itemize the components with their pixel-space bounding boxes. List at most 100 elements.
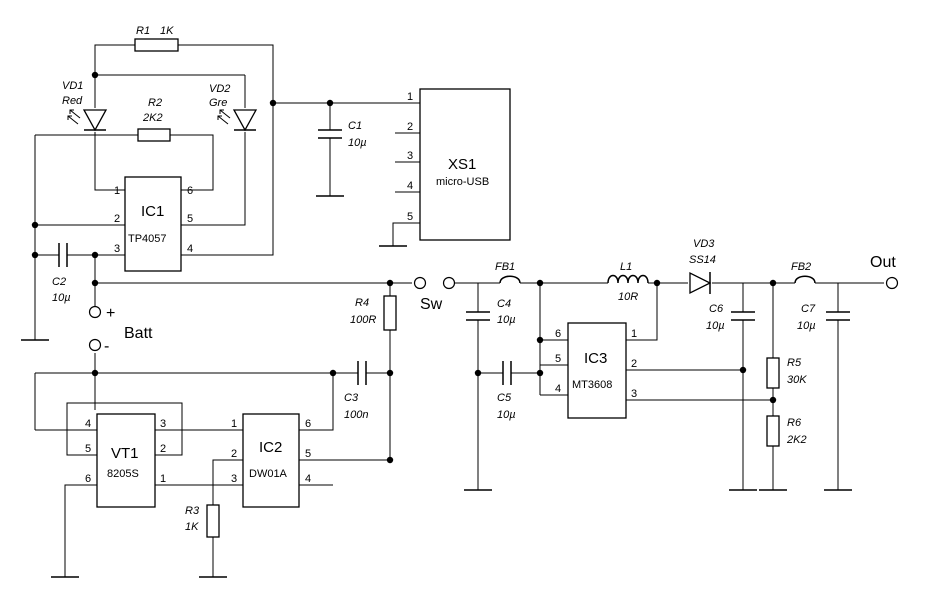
c3-value: 100n bbox=[344, 409, 368, 421]
resistor-r3 bbox=[206, 504, 220, 538]
xs1-body bbox=[419, 88, 511, 241]
c5-value: 10µ bbox=[497, 409, 516, 421]
r3-ref: R3 bbox=[185, 505, 200, 517]
ic1-pin: 1 bbox=[114, 185, 120, 197]
c1-value: 10µ bbox=[348, 137, 367, 149]
c2-ref: C2 bbox=[52, 276, 66, 288]
vt1-pin: 3 bbox=[160, 418, 166, 430]
capacitor-c6 bbox=[731, 311, 755, 321]
ic2-pin: 2 bbox=[231, 448, 237, 460]
capacitor-c5 bbox=[502, 361, 512, 385]
xs1-pin: 2 bbox=[407, 121, 413, 133]
vd1-ref: VD1 bbox=[62, 80, 83, 92]
capacitor-c7 bbox=[826, 311, 850, 321]
vt1-pin: 4 bbox=[85, 418, 91, 430]
ic3-pin: 2 bbox=[631, 358, 637, 370]
r1-value: 1K bbox=[160, 25, 174, 37]
c1-ref: C1 bbox=[348, 120, 362, 132]
xs1-pin: 3 bbox=[407, 150, 413, 162]
ic3-pin: 4 bbox=[555, 383, 561, 395]
xs1-type: micro-USB bbox=[436, 176, 489, 188]
ic3-pin: 1 bbox=[631, 328, 637, 340]
sw-terminal-left bbox=[413, 276, 427, 290]
r2-ref: R2 bbox=[148, 97, 162, 109]
batt-plus-terminal bbox=[88, 305, 102, 319]
led-vd1 bbox=[67, 109, 108, 132]
batt-label: Batt bbox=[124, 325, 153, 342]
inductor-l1 bbox=[607, 274, 649, 284]
ic2-name: IC2 bbox=[259, 439, 282, 456]
ic2-pin: 1 bbox=[231, 418, 237, 430]
resistor-r1 bbox=[134, 38, 179, 52]
r4-ref: R4 bbox=[355, 297, 369, 309]
c4-value: 10µ bbox=[497, 314, 516, 326]
vt1-pin: 5 bbox=[85, 443, 91, 455]
r5-value: 30K bbox=[787, 374, 807, 386]
ic1-pin: 2 bbox=[114, 213, 120, 225]
vt1-body bbox=[96, 413, 156, 508]
ic1-pin: 5 bbox=[187, 213, 193, 225]
ic1-name: IC1 bbox=[141, 203, 164, 220]
r6-value: 2K2 bbox=[786, 434, 807, 446]
resistor-r6 bbox=[766, 415, 780, 447]
r3-value: 1K bbox=[185, 521, 199, 533]
ic2-body bbox=[242, 413, 300, 508]
led-vd2 bbox=[217, 109, 258, 132]
vt1-name: VT1 bbox=[111, 445, 139, 462]
c7-ref: C7 bbox=[801, 303, 816, 315]
ic2-pin: 4 bbox=[305, 473, 311, 485]
r2-value: 2K2 bbox=[142, 112, 163, 124]
vt1-pin: 2 bbox=[160, 443, 166, 455]
ic3-pin: 5 bbox=[555, 353, 561, 365]
wires bbox=[34, 44, 884, 577]
c7-value: 10µ bbox=[797, 320, 816, 332]
vd2-ref: VD2 bbox=[209, 83, 230, 95]
ic1-pin: 6 bbox=[187, 185, 193, 197]
ferrite-bead-fb1 bbox=[499, 275, 521, 284]
r6-ref: R6 bbox=[787, 417, 802, 429]
xs1-pin: 5 bbox=[407, 211, 413, 223]
vd3-value: SS14 bbox=[689, 254, 716, 266]
xs1-name: XS1 bbox=[448, 156, 476, 173]
fb1-ref: FB1 bbox=[495, 261, 515, 273]
l1-value: 10R bbox=[618, 291, 638, 303]
ic1-type: TP4057 bbox=[128, 233, 167, 245]
vt1-pin: 6 bbox=[85, 473, 91, 485]
r5-ref: R5 bbox=[787, 357, 802, 369]
ic2-type: DW01A bbox=[249, 468, 288, 480]
batt-plus-sign: + bbox=[106, 305, 115, 322]
vt1-pin: 1 bbox=[160, 473, 166, 485]
vt1-type: 8205S bbox=[107, 468, 139, 480]
capacitor-c2 bbox=[58, 243, 68, 267]
l1-ref: L1 bbox=[620, 261, 632, 273]
c2-value: 10µ bbox=[52, 292, 71, 304]
vd3-ref: VD3 bbox=[693, 238, 715, 250]
batt-minus-terminal bbox=[88, 338, 102, 352]
out-label: Out bbox=[870, 254, 896, 271]
resistor-r4 bbox=[383, 295, 397, 331]
resistor-r2 bbox=[137, 128, 171, 142]
ic2-pin: 6 bbox=[305, 418, 311, 430]
xs1-pin: 4 bbox=[407, 180, 413, 192]
r1-ref: R1 bbox=[136, 25, 150, 37]
vd1-value: Red bbox=[62, 95, 83, 107]
ic1-body bbox=[124, 176, 182, 272]
ic1-pin: 3 bbox=[114, 243, 120, 255]
out-terminal bbox=[885, 276, 899, 290]
capacitor-c3 bbox=[357, 361, 367, 385]
xs1-pin: 1 bbox=[407, 91, 413, 103]
c6-value: 10µ bbox=[706, 320, 725, 332]
junction-dots bbox=[31, 71, 777, 464]
ic3-name: IC3 bbox=[584, 350, 607, 367]
capacitor-c1 bbox=[318, 129, 342, 139]
ic2-pin: 3 bbox=[231, 473, 237, 485]
batt-minus-sign: - bbox=[104, 338, 109, 355]
ic3-pin: 3 bbox=[631, 388, 637, 400]
ground-symbols bbox=[21, 195, 852, 578]
c6-ref: C6 bbox=[709, 303, 724, 315]
ic2-pin: 5 bbox=[305, 448, 311, 460]
c5-ref: C5 bbox=[497, 392, 512, 404]
c4-ref: C4 bbox=[497, 298, 511, 310]
